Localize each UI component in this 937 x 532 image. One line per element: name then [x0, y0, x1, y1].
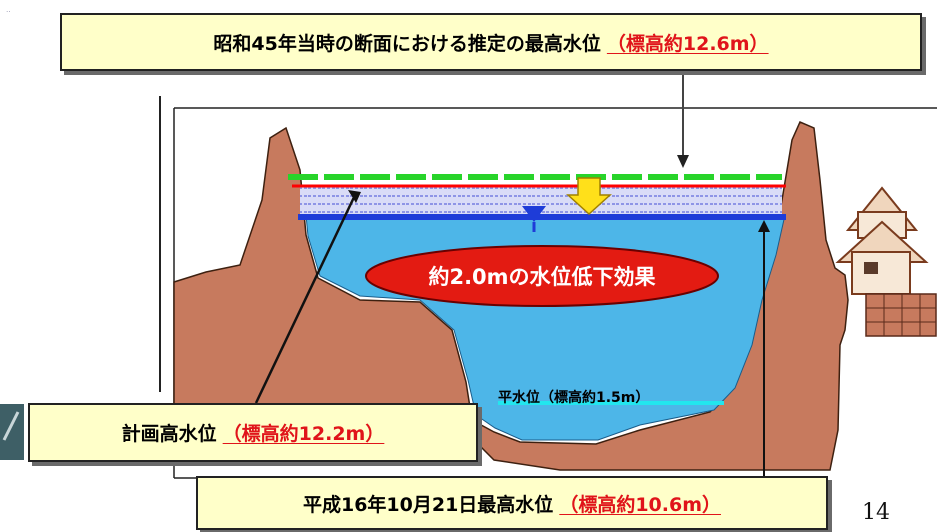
leader-left: [254, 192, 358, 404]
house-icon: [835, 186, 937, 337]
leader-top-arrowhead: [677, 155, 689, 168]
photo-fragment-detail: [2, 411, 20, 441]
bottom-callout-text: 平成16年10月21日最高水位: [302, 493, 554, 516]
top-max-level-callout: 昭和45年当時の断面における推定の最高水位 （標高約12.6m）: [60, 13, 922, 71]
top-callout-text: 昭和45年当時の断面における推定の最高水位: [213, 32, 601, 55]
down-arrow: [566, 177, 612, 216]
left-callout-text: 計画高水位: [121, 423, 217, 445]
planned-level-callout: 計画高水位 （標高約12.2m）: [28, 403, 478, 462]
photo-fragment: [0, 404, 24, 460]
recorded-max-level-callout: 平成16年10月21日最高水位 （標高約10.6m）: [196, 476, 828, 530]
bottom-callout-elevation: （標高約10.6m）: [559, 493, 721, 516]
water-level-symbol: [522, 206, 546, 222]
leader-bottom-arrowhead: [758, 220, 770, 232]
effect-ellipse: [365, 245, 719, 307]
normal-water-label: 平水位（標高約1.5m）: [498, 390, 650, 406]
corner-mark: ‥: [6, 6, 11, 14]
top-callout-elevation: （標高約12.6m）: [606, 32, 769, 55]
leader-left-arrowhead: [348, 190, 361, 203]
effect-label: 約2.0mの水位低下効果: [428, 265, 656, 289]
left-callout-elevation: （標高約12.2m）: [222, 423, 385, 445]
page-number: 14: [862, 500, 890, 525]
